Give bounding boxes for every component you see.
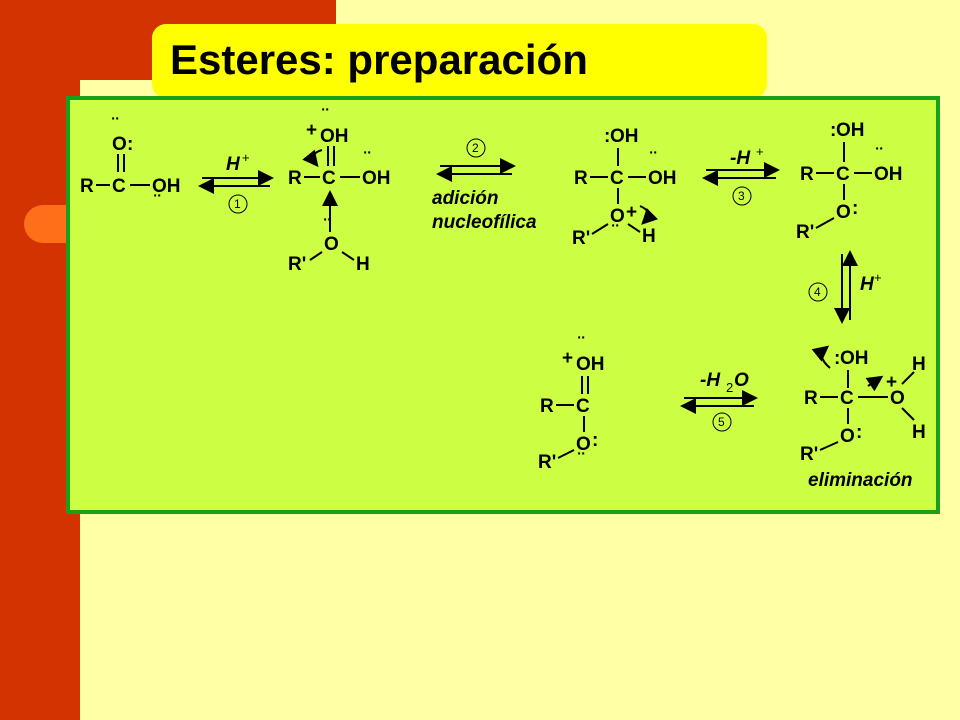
atom-oh: OH <box>874 164 903 185</box>
step-4-number: 4 <box>814 285 821 299</box>
atom-oh: OH <box>362 168 391 189</box>
molecule-protonated-intermediate: : OH R C + O H H O : R' eliminación <box>800 345 926 491</box>
atom-oh: OH <box>648 168 677 189</box>
atom-h: H <box>912 422 926 443</box>
atom-o: O <box>576 434 591 455</box>
equilibrium-step-4: H + 4 <box>808 250 882 324</box>
title-box: Esteres: preparación <box>152 24 767 98</box>
step-5-label-sub: 2 <box>726 380 733 395</box>
lone-pair: : <box>852 198 858 219</box>
atom-r-prime: R' <box>538 452 556 473</box>
plus-charge: + <box>562 348 573 369</box>
step-5-label-b: O <box>734 370 749 391</box>
lone-pair: : <box>604 126 610 147</box>
atom-o: O <box>836 202 851 223</box>
molecule-protonated-acid: + OH ¨ R C OH ¨ O ¨ R' H <box>288 106 391 275</box>
slide-title: Esteres: preparación <box>170 36 588 83</box>
atom-h: H <box>912 354 926 375</box>
atom-c: C <box>836 164 850 185</box>
atom-oh: OH <box>576 354 605 375</box>
molecule-protonated-ester: + OH ¨ R C O : ¨ R' <box>538 334 605 473</box>
equilibrium-step-3: -H + 3 <box>702 144 780 206</box>
equilibrium-step-5: -H 2 O 5 <box>680 370 758 432</box>
atom-r-prime: R' <box>800 444 818 465</box>
lone-pair: ¨ <box>154 192 161 213</box>
atom-c: C <box>322 168 336 189</box>
step-1-label: H <box>226 154 241 175</box>
atom-r-prime: R' <box>796 222 814 243</box>
molecule-carboxylic-acid: O ¨ : R C OH ¨ <box>80 115 181 213</box>
step-2-label-line1: adición <box>432 188 499 209</box>
lone-pair: ¨ <box>112 115 119 136</box>
atom-o: O <box>610 206 625 227</box>
step-5-number: 5 <box>718 415 725 429</box>
plus-charge: + <box>306 120 317 141</box>
atom-r: R <box>80 176 94 197</box>
atom-h: H <box>356 254 370 275</box>
step-2-label-line2: nucleofílica <box>432 212 537 233</box>
atom-oh: OH <box>152 176 181 197</box>
molecule-tetrahedral-intermediate-1: : OH R C OH ¨ O + R' H ¨ <box>572 126 677 249</box>
step-2-number: 2 <box>472 141 479 155</box>
atom-r-prime: R' <box>288 254 306 275</box>
step-5-label-a: -H <box>700 370 721 391</box>
step-3-label: -H <box>730 148 751 169</box>
lone-pair: ¨ <box>650 149 657 170</box>
atom-o: O <box>890 388 905 409</box>
equilibrium-step-2: 2 adición nucleofílica <box>432 138 537 233</box>
atom-o: O <box>324 234 339 255</box>
atom-r-prime: R' <box>572 228 590 249</box>
step-4-label: H <box>860 274 875 295</box>
elimination-label: eliminación <box>808 470 913 491</box>
lone-pair: : <box>856 422 862 443</box>
equilibrium-step-1: H + 1 <box>198 150 274 214</box>
lone-pair: : <box>592 430 598 451</box>
atom-o: O <box>112 134 127 155</box>
atom-r: R <box>574 168 588 189</box>
lone-pair: : <box>127 134 133 155</box>
molecule-tetrahedral-intermediate-2: : OH R C OH ¨ O : R' <box>796 120 903 243</box>
atom-oh: OH <box>610 126 639 147</box>
lone-pair: ¨ <box>578 334 585 355</box>
step-1-number: 1 <box>234 197 241 211</box>
atom-r: R <box>800 164 814 185</box>
step-3-sup: + <box>756 144 764 159</box>
atom-r: R <box>288 168 302 189</box>
lone-pair: ¨ <box>876 145 883 166</box>
lone-pair: ¨ <box>578 450 585 471</box>
atom-h: H <box>642 226 656 247</box>
atom-c: C <box>576 396 590 417</box>
atom-oh: OH <box>320 126 349 147</box>
lone-pair: : <box>830 120 836 141</box>
lone-pair: : <box>834 348 840 369</box>
atom-r: R <box>540 396 554 417</box>
atom-oh: OH <box>836 120 865 141</box>
lone-pair: ¨ <box>612 222 619 243</box>
atom-c: C <box>112 176 126 197</box>
plus-charge: + <box>626 202 637 223</box>
atom-o: O <box>840 426 855 447</box>
plus-charge: + <box>886 372 897 393</box>
step-3-number: 3 <box>738 189 745 203</box>
atom-c: C <box>840 388 854 409</box>
lone-pair: ¨ <box>364 149 371 170</box>
step-4-sup: + <box>874 270 882 285</box>
lone-pair: ¨ <box>324 216 331 237</box>
atom-c: C <box>610 168 624 189</box>
lone-pair: ¨ <box>322 106 329 127</box>
atom-oh: OH <box>840 348 869 369</box>
step-1-sup: + <box>242 150 250 165</box>
atom-r: R <box>804 388 818 409</box>
